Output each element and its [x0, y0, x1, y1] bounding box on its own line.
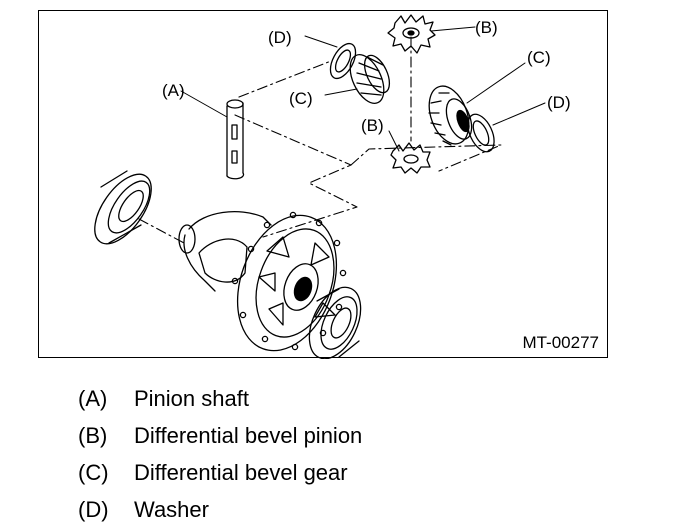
legend-key: (D): [78, 497, 109, 522]
legend-label: Pinion shaft: [134, 386, 249, 411]
bearing-right: [308, 286, 362, 359]
differential-case: [178, 211, 347, 352]
legend-key: (C): [78, 460, 109, 485]
figure-code: MT-00277: [522, 333, 599, 352]
bevel-gear-c-right: [428, 85, 473, 146]
parts-legend: (A) Pinion shaft (B) Differential bevel …: [78, 384, 362, 532]
legend-key: (B): [78, 423, 108, 448]
bearing-left: [94, 170, 152, 245]
differential-exploded-view: [94, 14, 546, 359]
legend-item-b: (B) Differential bevel pinion: [78, 421, 362, 458]
bevel-pinion-b-top: [387, 14, 436, 54]
legend-label: Differential bevel pinion: [134, 423, 363, 448]
callout-leader-lines: [180, 26, 546, 152]
legend-label: Washer: [134, 497, 209, 522]
washer-d-upper: [329, 42, 357, 80]
exploded-diagram-frame: (D) (B) (C) (A) (C) (D) (B) MT-00277: [38, 10, 608, 359]
pinion-shaft-a: [226, 99, 245, 180]
callout-c-right: (C): [527, 48, 551, 67]
legend-key: (A): [78, 386, 108, 411]
assembly-guide-lines: [138, 36, 502, 244]
callout-d-right: (D): [547, 93, 571, 112]
bevel-gear-c-left: [349, 54, 391, 104]
bevel-pinion-b-bottom: [390, 142, 431, 174]
washer-d-right: [467, 113, 495, 153]
callout-a: (A): [162, 81, 185, 100]
callout-b-lower: (B): [361, 116, 384, 135]
legend-label: Differential bevel gear: [134, 460, 348, 485]
legend-item-d: (D) Washer: [78, 495, 362, 532]
callout-d-upper: (D): [268, 28, 292, 47]
legend-item-a: (A) Pinion shaft: [78, 384, 362, 421]
legend-item-c: (C) Differential bevel gear: [78, 458, 362, 495]
callout-b-upper: (B): [475, 18, 498, 37]
callout-c-left: (C): [289, 89, 313, 108]
